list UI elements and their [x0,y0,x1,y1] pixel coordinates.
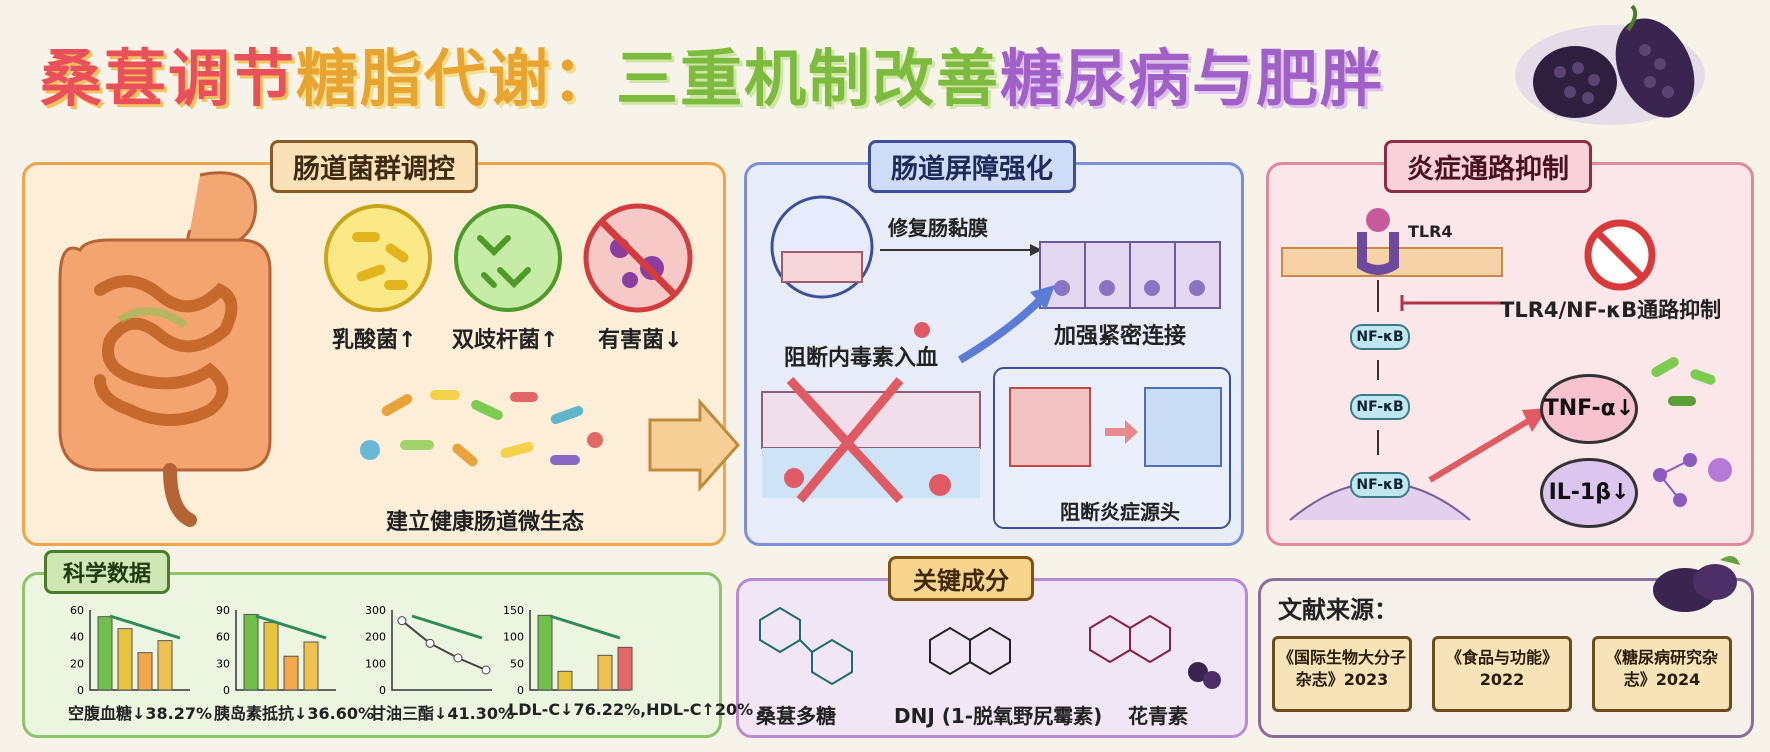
title-part2: 糖脂代谢： [296,42,617,115]
chart-axis [529,610,630,691]
il1b-badge: IL-1β↓ [1540,458,1638,528]
chart-tick-label: 300 [365,604,386,617]
chart-caption: 空腹血糖↓38.27% [68,704,213,723]
chart-axis [89,610,190,691]
reference-line: 《国际生物大分子 [1277,648,1406,667]
chart-bar [263,621,279,691]
bacteria-label: 双歧杆菌↑ [452,328,559,353]
nfkb-node: NF-κB [1350,324,1410,350]
science-panel-heading: 科学数据 [44,550,171,594]
chart-tick-label: 20 [70,657,84,670]
chart-point [481,665,491,675]
chart-point [425,638,435,648]
chart-tick-label: 30 [216,657,230,670]
reference-book: 《糖尿病研究杂 志》2024 [1592,636,1732,712]
tnf-alpha-badge: TNF-α↓ [1540,374,1638,444]
nfkb-node: NF-κB [1350,394,1410,420]
chart-bar [137,652,153,691]
chart-tick-label: 60 [70,604,84,617]
reference-book: 《国际生物大分子 杂志》2023 [1272,636,1412,712]
inflammation-panel-heading: 炎症通路抑制 [1384,140,1592,193]
repair-mucosa-label: 修复肠黏膜 [888,216,988,240]
chart-tick-label: 0 [223,684,230,697]
reference-book: 《食品与功能》 2022 [1432,636,1572,712]
nfkb-node: NF-κB [1350,472,1410,498]
ingredient-label: 桑葚多糖 [756,704,836,728]
chart-bar [537,614,553,691]
trend-arrow [255,614,327,640]
title-part3: 三重机制改善 [616,42,1001,115]
barrier-panel-heading: 肠道屏障强化 [868,140,1076,193]
chart-tick-label: 200 [365,631,386,644]
chart-axis [235,610,336,691]
reference-line: 志》2024 [1623,670,1701,689]
reference-line: 杂志》2023 [1295,670,1389,689]
gut-panel-heading: 肠道菌群调控 [270,140,478,193]
chart-tick-label: 0 [77,684,84,697]
chart-tick-label: 90 [216,604,230,617]
chart-tick-label: 100 [503,631,524,644]
tight-junction-label: 加强紧密连接 [1054,324,1187,349]
pathway-inhibition-label: TLR4/NF-κB通路抑制 [1500,298,1722,322]
chart-tick-label: 40 [70,631,84,644]
chart-bar [617,646,633,691]
chart-bar [117,628,133,691]
chart-bar [243,613,259,691]
reference-line: 《食品与功能》 [1445,648,1558,667]
chart-point [397,616,407,626]
key-panel-heading: 关键成分 [888,556,1034,601]
chart-tick-label: 0 [517,684,524,697]
bacteria-label: 乳酸菌↑ [332,328,417,353]
chart-caption: 胰岛素抵抗↓36.60% [214,704,375,723]
chart-point [453,653,463,663]
chart-tick-label: 100 [365,657,386,670]
chart-caption: LDL-C↓76.22%,HDL-C↑20% [508,700,754,719]
references-heading: 文献来源： [1278,596,1398,624]
trend-arrow [411,614,483,640]
chart-line [401,619,487,671]
title-part1: 桑葚调节 [40,42,297,115]
chart-tick-label: 60 [216,631,230,644]
block-inflammation-label: 阻断炎症源头 [1060,500,1180,524]
chart-axis [391,610,492,691]
ingredient-label: 花青素 [1128,704,1188,728]
chart-bar [303,641,319,691]
microbiota-caption: 建立健康肠道微生态 [386,510,585,535]
chart-bar [283,655,299,691]
tlr4-label: TLR4 [1408,222,1453,241]
chart-tick-label: 150 [503,604,524,617]
block-endotoxin-label: 阻断内毒素入血 [784,346,939,371]
chart-caption: 甘油三酯↓41.30% [370,704,515,723]
reference-line: 《糖尿病研究杂 [1605,648,1718,667]
chart-tick-label: 0 [379,684,386,697]
chart-bar [597,654,613,691]
reference-line: 2022 [1479,670,1525,689]
title-part4: 糖尿病与肥胖 [1000,42,1385,115]
chart-bar [557,670,573,691]
chart-bar [97,616,113,691]
trend-arrow [109,614,181,640]
bacteria-label: 有害菌↓ [598,328,683,353]
page-title: 桑葚调节糖脂代谢：三重机制改善糖尿病与肥胖 [40,18,1384,128]
trend-arrow [549,614,621,640]
ingredient-label: DNJ (1-脱氧野尻霉素) [894,704,1103,728]
chart-tick-label: 50 [510,657,524,670]
chart-bar [157,640,173,691]
